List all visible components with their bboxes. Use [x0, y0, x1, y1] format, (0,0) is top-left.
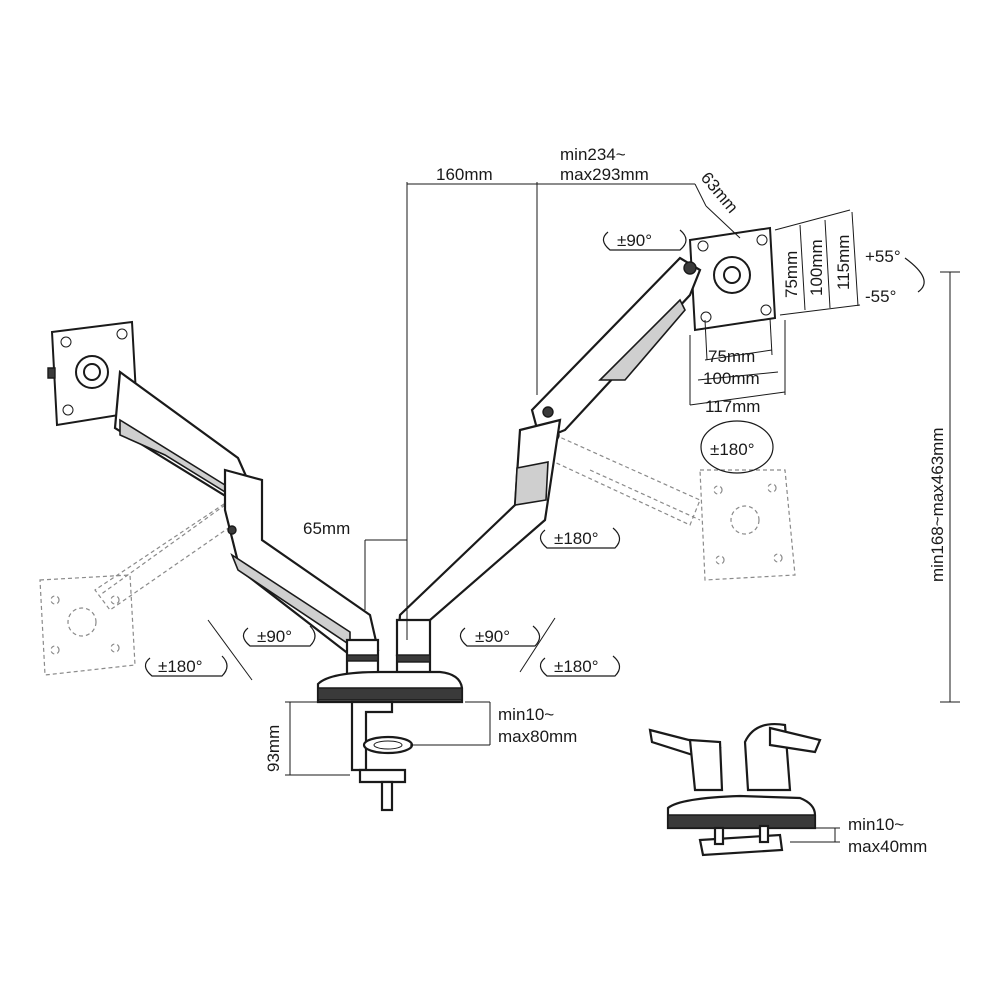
base-swivel-left-180-label: ±180° [158, 657, 203, 676]
right-upper-arm [530, 256, 702, 442]
right-vesa-plate [688, 226, 777, 332]
dimension-lines [207, 182, 960, 843]
base-swivel-right-90-label: ±90° [475, 627, 510, 646]
pole-offset-label: 65mm [303, 519, 350, 538]
arm-offset-label: 160mm [436, 165, 493, 184]
base-swivel-left-90-label: ±90° [257, 627, 292, 646]
rotate-arrow-icon [144, 229, 925, 677]
mount-base [316, 618, 464, 704]
right-forearm [395, 418, 562, 657]
rotation-label: ±180° [710, 440, 755, 459]
vesa-offset-label: 63mm [697, 168, 742, 216]
clamp-range-label-1: min10~ [498, 705, 554, 724]
vesa-height-100-label: 100mm [807, 239, 826, 296]
vesa-width-75-label: 75mm [708, 347, 755, 366]
vesa-width-100-label: 100mm [703, 369, 760, 388]
elbow-swivel-label: ±180° [554, 529, 599, 548]
base-swivel-right-180-label: ±180° [554, 657, 599, 676]
height-range-label: min168~max463mm [928, 428, 947, 583]
arm-length-label-1: min234~ [560, 145, 626, 164]
grommet-inset [648, 723, 822, 857]
vesa-width-117-label: 117mm [705, 397, 760, 416]
grommet-range-label-1: min10~ [848, 815, 904, 834]
grommet-range-label-2: max40mm [848, 837, 927, 856]
arm-length-label-2: max293mm [560, 165, 649, 184]
clamp-range-label-2: max80mm [498, 727, 577, 746]
ghost-left-arm [39, 499, 241, 676]
left-forearm [223, 468, 380, 657]
head-swivel-label: ±90° [617, 231, 652, 250]
vesa-height-115-label: 115mm [834, 235, 853, 290]
tilt-up-label: +55° [865, 247, 901, 266]
ghost-right-arm [549, 434, 796, 581]
clamp-height-label: 93mm [264, 725, 283, 772]
tilt-down-label: -55° [865, 287, 896, 306]
vesa-height-75-label: 75mm [782, 251, 801, 298]
desk-clamp [350, 700, 414, 812]
